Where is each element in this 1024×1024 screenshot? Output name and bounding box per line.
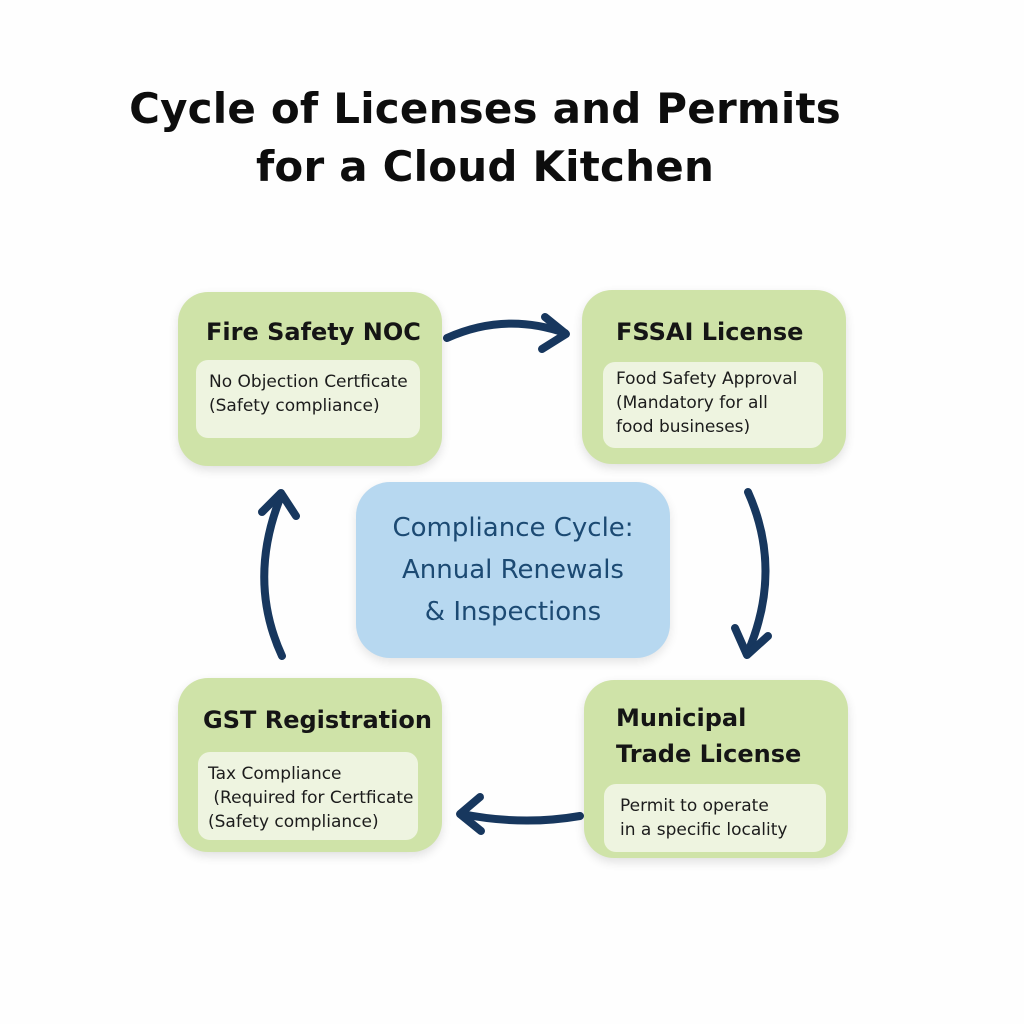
fssai-license-card: FSSAI License Food Safety Approval (Mand…	[582, 290, 846, 464]
compliance-cycle-center: Compliance Cycle: Annual Renewals & Insp…	[356, 482, 670, 658]
arrow-fssai-to-municipal	[731, 488, 772, 659]
card-description: Tax Compliance (Required for Certficate …	[198, 752, 418, 840]
description-line: (Safety compliance)	[209, 396, 380, 416]
center-line: & Inspections	[424, 597, 602, 627]
center-line: Annual Renewals	[402, 555, 624, 585]
card-title-line: Trade License	[616, 740, 802, 768]
description-line: Permit to operate	[620, 796, 769, 816]
card-description: No Objection Certficate (Safety complian…	[196, 360, 420, 438]
card-description: Permit to operate in a specific locality	[604, 784, 826, 852]
arrow-fire-to-fssai	[443, 313, 570, 353]
description-line: food busineses)	[616, 417, 751, 437]
card-title: FSSAI License	[616, 318, 804, 346]
fire-safety-noc-card: Fire Safety NOC No Objection Certficate …	[178, 292, 442, 466]
description-line: (Mandatory for all	[616, 393, 768, 413]
municipal-trade-license-card: Municipal Trade License Permit to operat…	[584, 680, 848, 858]
card-title-line: Municipal	[616, 704, 747, 732]
card-title: Municipal Trade License	[616, 700, 836, 772]
card-title: GST Registration	[203, 706, 432, 734]
description-line: No Objection Certficate	[209, 372, 408, 392]
title-line-1: Cycle of Licenses and Permits	[129, 84, 841, 133]
arrow-gst-to-fire	[258, 489, 300, 660]
description-line: Food Safety Approval	[616, 369, 798, 389]
gst-registration-card: GST Registration Tax Compliance (Require…	[178, 678, 442, 852]
description-line: in a specific locality	[620, 820, 788, 840]
arrow-municipal-to-gst	[456, 793, 584, 835]
center-line: Compliance Cycle:	[392, 513, 634, 543]
diagram-title: Cycle of Licenses and Permits for a Clou…	[0, 80, 970, 196]
description-line: (Safety compliance)	[208, 812, 379, 832]
description-line: Tax Compliance	[208, 764, 342, 784]
title-line-2: for a Cloud Kitchen	[255, 142, 715, 191]
card-description: Food Safety Approval (Mandatory for all …	[603, 362, 823, 448]
card-title: Fire Safety NOC	[206, 318, 421, 346]
description-line: (Required for Certficate	[208, 788, 414, 808]
